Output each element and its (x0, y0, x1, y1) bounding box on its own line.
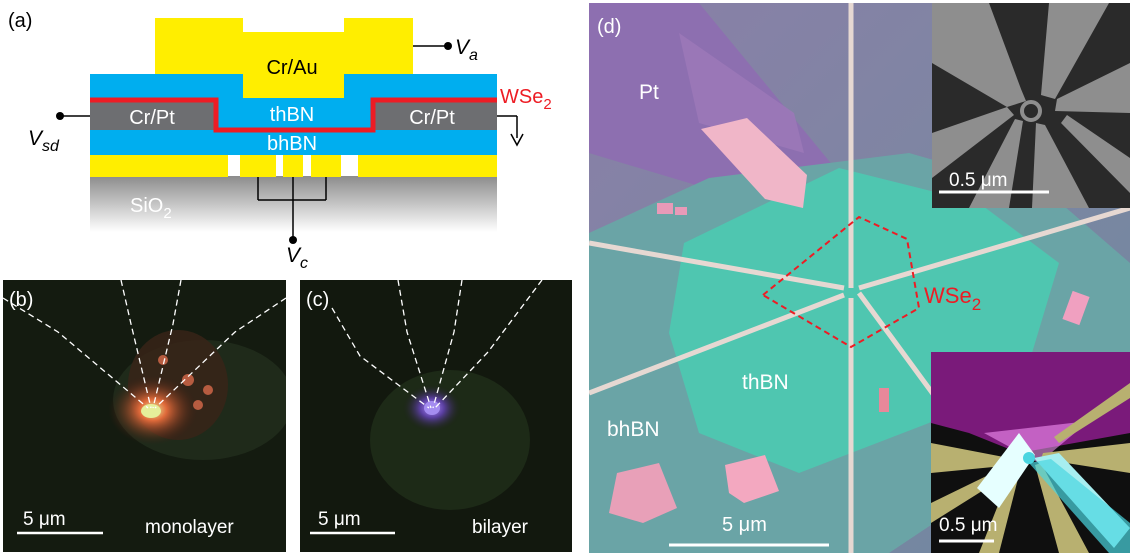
label-contact-left: Cr/Pt (129, 107, 175, 129)
label-vsd: Vsd (28, 127, 60, 155)
contact-left (90, 102, 216, 130)
label-contact-right: Cr/Pt (409, 107, 455, 129)
sem-inset-scale-label: 0.5 μm (949, 170, 1007, 191)
bilayer-image: 5 μm bilayer (c) (300, 280, 572, 552)
gold-gate-finger-1 (240, 154, 276, 177)
monolayer-caption: monolayer (145, 517, 234, 538)
sem-inset: 0.5 μm (932, 3, 1130, 208)
optical-micrograph: WSe2 Pt thBN bhBN 5 μm (d) 0.5 μm (589, 3, 1130, 553)
device-schematic: Cr/Au thBN bhBN Cr/Pt Cr/Pt SiO2 WSe2 Va… (28, 18, 552, 272)
micrograph-thbn-label: thBN (742, 371, 789, 394)
top-electrode (155, 18, 413, 98)
bilayer-scale-label: 5 μm (318, 509, 361, 530)
micrograph-bhbn-label: bhBN (607, 418, 660, 441)
gold-gate-finger-3 (311, 154, 341, 177)
bilayer-caption: bilayer (472, 517, 529, 538)
panel-a-label: (a) (8, 10, 33, 32)
panel-c-label: (c) (306, 289, 329, 311)
false-color-inset-scale-label: 0.5 μm (939, 515, 997, 536)
bhbn-layer (90, 130, 497, 155)
label-wse2: WSe2 (500, 86, 552, 113)
gold-gate-right (358, 154, 497, 177)
label-bhbn: bhBN (267, 133, 317, 155)
label-vc: Vc (286, 244, 308, 272)
label-substrate: SiO2 (130, 195, 172, 222)
micrograph-wse2-label: WSe2 (924, 283, 981, 314)
label-thbn: thBN (270, 104, 314, 126)
contact-right (373, 102, 497, 130)
monolayer-image: 5 μm monolayer (b) (3, 280, 286, 552)
monolayer-scale-label: 5 μm (23, 509, 66, 530)
gold-gate-left (90, 154, 228, 177)
micrograph-pt-label: Pt (639, 81, 659, 104)
micrograph-scale-label: 5 μm (722, 514, 767, 536)
panel-d-label: (d) (597, 16, 621, 38)
wse2-layer (90, 97, 497, 133)
label-va: Va (455, 36, 478, 64)
label-cr-au: Cr/Au (266, 57, 317, 79)
false-color-inset: 0.5 μm (931, 352, 1130, 553)
panel-b-label: (b) (9, 289, 33, 311)
gold-gate-finger-2 (283, 154, 303, 177)
